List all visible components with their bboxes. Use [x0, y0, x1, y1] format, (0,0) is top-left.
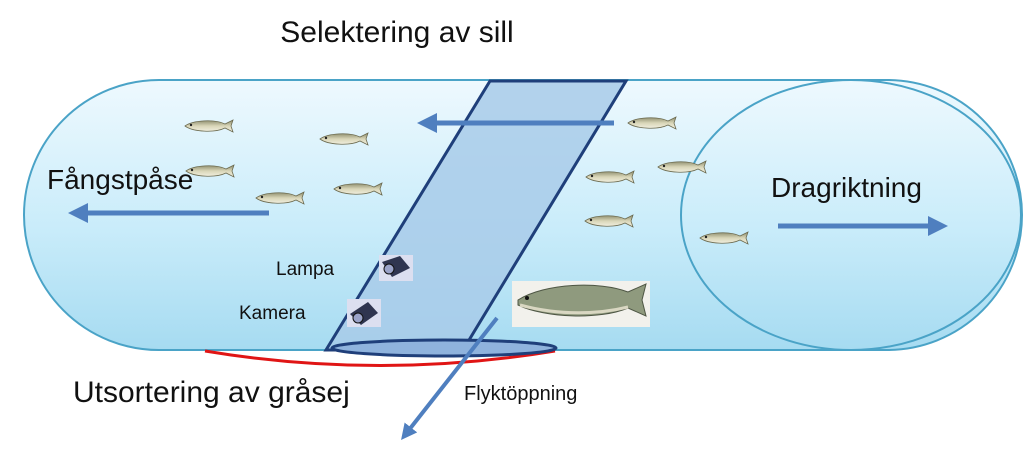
bottom-title: Utsortering av gråsej — [73, 376, 350, 409]
lamp-icon — [379, 255, 413, 281]
escape-opening-ellipse — [330, 338, 558, 358]
camera-label: Kamera — [239, 303, 306, 324]
saithe-fish-icon — [512, 281, 650, 327]
lamp-label: Lampa — [276, 259, 335, 280]
escape-arrow — [401, 316, 499, 441]
escape-opening-label: Flyktöppning — [464, 383, 577, 405]
camera-icon — [347, 299, 381, 327]
diagram-title: Selektering av sill — [280, 16, 513, 49]
tow-direction-label: Dragriktning — [771, 172, 922, 203]
grating-bottom-red-line — [204, 349, 556, 367]
trawl-opening-ellipse — [680, 79, 1022, 351]
catch-bag-label: Fångstpåse — [47, 164, 193, 195]
